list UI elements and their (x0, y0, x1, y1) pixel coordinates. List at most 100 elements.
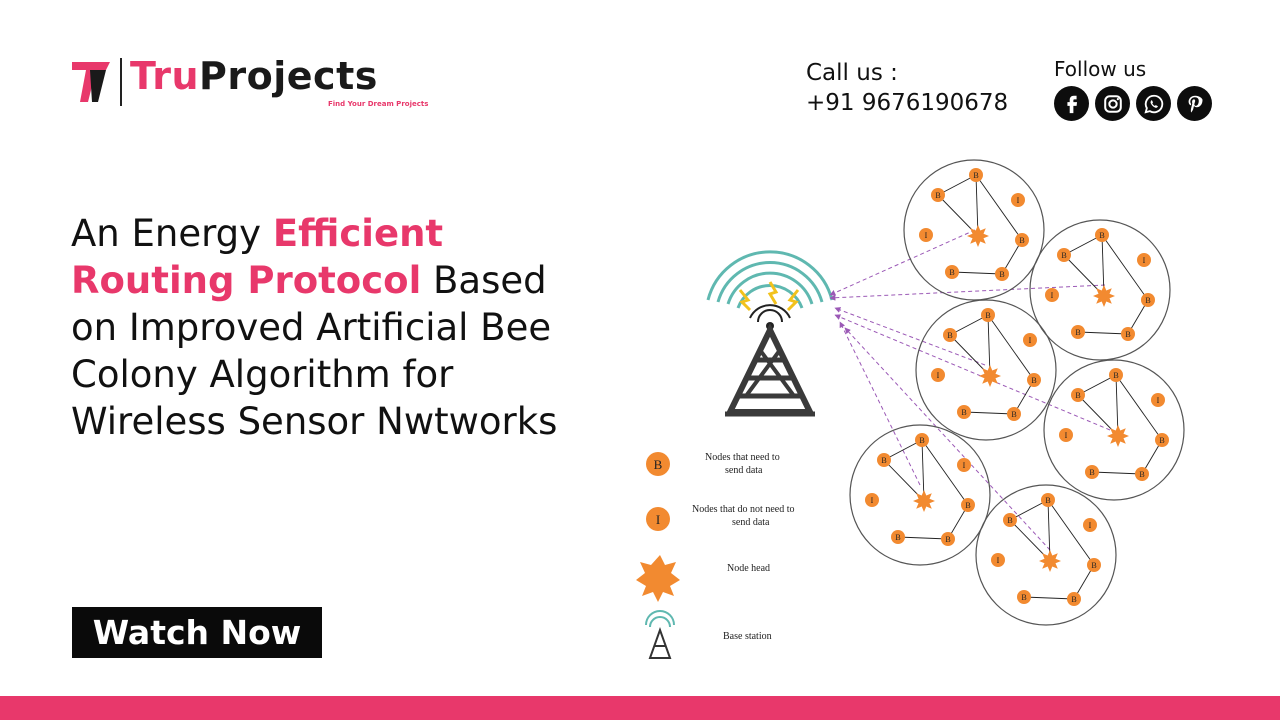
svg-text:I: I (1089, 521, 1092, 530)
headline-highlight1: Efficient (272, 212, 444, 255)
sensor-node: B (995, 267, 1009, 281)
svg-text:B: B (1021, 593, 1026, 602)
sensor-node: B (1087, 558, 1101, 572)
cluster-links (829, 229, 1111, 551)
sensor-node: I (865, 493, 879, 507)
legend-text-base: Base station (723, 631, 772, 642)
contact-phone[interactable]: +91 9676190678 (806, 90, 1009, 116)
sensor-cluster: B B I I B B B (1043, 359, 1185, 501)
headline-part1: An Energy (71, 212, 273, 255)
sensor-node: B (915, 433, 929, 447)
sensor-node: B (945, 265, 959, 279)
follow-label: Follow us (1054, 57, 1147, 81)
sensor-node: B (943, 328, 957, 342)
social-links (1054, 86, 1224, 121)
svg-text:B: B (999, 270, 1004, 279)
sensor-node: B (1085, 465, 1099, 479)
sensor-node: B (1141, 293, 1155, 307)
svg-text:B: B (1061, 251, 1066, 260)
sensor-node: B (1095, 228, 1109, 242)
sensor-node: B (961, 498, 975, 512)
svg-text:B: B (947, 331, 952, 340)
whatsapp-icon[interactable] (1136, 86, 1171, 121)
sensor-node: I (1151, 393, 1165, 407)
sensor-cluster: B B I I B B B (849, 424, 991, 566)
svg-text:B: B (881, 456, 886, 465)
sensor-node: I (1045, 288, 1059, 302)
sensor-node: B (1007, 407, 1021, 421)
svg-text:B: B (919, 436, 924, 445)
sensor-node: B (1017, 590, 1031, 604)
watch-now-button[interactable]: Watch Now (72, 607, 322, 658)
svg-text:B: B (1071, 595, 1076, 604)
svg-text:B: B (1045, 496, 1050, 505)
svg-text:B: B (1089, 468, 1094, 477)
svg-text:I: I (937, 371, 940, 380)
diagram-legend: B Nodes that need to send data I Nodes t… (636, 452, 794, 659)
sensor-node: I (957, 458, 971, 472)
svg-text:B: B (1075, 391, 1080, 400)
sensor-node: B (931, 188, 945, 202)
sensor-node: B (1015, 233, 1029, 247)
footer-bar (0, 696, 1280, 720)
legend-text-i-2: send data (732, 517, 770, 528)
svg-text:I: I (1051, 291, 1054, 300)
follow-block: Follow us (1054, 56, 1224, 121)
svg-text:B: B (949, 268, 954, 277)
sensor-node: B (957, 405, 971, 419)
sensor-cluster: B B I I B B B (975, 484, 1117, 626)
node-head-star-icon (967, 225, 989, 247)
sensor-node: I (1137, 253, 1151, 267)
svg-text:I: I (871, 496, 874, 505)
brand-name-part1: Tru (130, 54, 200, 98)
sensor-node: B (1003, 513, 1017, 527)
svg-text:B: B (654, 457, 663, 472)
logo-mark-icon (72, 62, 110, 102)
svg-text:B: B (961, 408, 966, 417)
sensor-node: B (941, 532, 955, 546)
headline-part2: Based on Improved Artificial Bee Colony … (71, 259, 558, 443)
sensor-node: B (1135, 467, 1149, 481)
node-head-star-icon (636, 555, 680, 602)
svg-text:B: B (1125, 330, 1130, 339)
sensor-node: I (1059, 428, 1073, 442)
sensor-node: B (1041, 493, 1055, 507)
sensor-node: B (1071, 388, 1085, 402)
svg-text:I: I (656, 512, 660, 527)
contact-block: Call us : +91 9676190678 (806, 58, 1008, 118)
sensor-node: I (931, 368, 945, 382)
sensor-node: B (877, 453, 891, 467)
sensor-node: B (1027, 373, 1041, 387)
legend-text-b-1: Nodes that need to (705, 452, 780, 463)
svg-text:B: B (985, 311, 990, 320)
base-station-icon (706, 250, 834, 417)
facebook-icon[interactable] (1054, 86, 1089, 121)
svg-text:B: B (895, 533, 900, 542)
svg-text:B: B (1139, 470, 1144, 479)
svg-text:B: B (1031, 376, 1036, 385)
pinterest-icon[interactable] (1177, 86, 1212, 121)
svg-text:I: I (997, 556, 1000, 565)
svg-text:I: I (963, 461, 966, 470)
legend-tower-icon (645, 610, 675, 659)
instagram-icon[interactable] (1095, 86, 1130, 121)
sensor-node: I (991, 553, 1005, 567)
svg-text:I: I (1143, 256, 1146, 265)
sensor-node: I (919, 228, 933, 242)
svg-text:I: I (1065, 431, 1068, 440)
svg-text:B: B (1145, 296, 1150, 305)
brand-logo[interactable]: TruProjects Find Your Dream Projects (70, 54, 440, 112)
svg-text:B: B (1011, 410, 1016, 419)
svg-text:B: B (935, 191, 940, 200)
sensor-node: B (1071, 325, 1085, 339)
headline-highlight2: Routing Protocol (71, 259, 422, 302)
svg-text:B: B (1075, 328, 1080, 337)
svg-text:B: B (1113, 371, 1118, 380)
svg-text:I: I (1017, 196, 1020, 205)
node-head-star-icon (913, 490, 935, 512)
sensor-node: B (1155, 433, 1169, 447)
brand-name-part2: Projects (199, 54, 378, 98)
svg-text:B: B (1091, 561, 1096, 570)
svg-text:B: B (1099, 231, 1104, 240)
